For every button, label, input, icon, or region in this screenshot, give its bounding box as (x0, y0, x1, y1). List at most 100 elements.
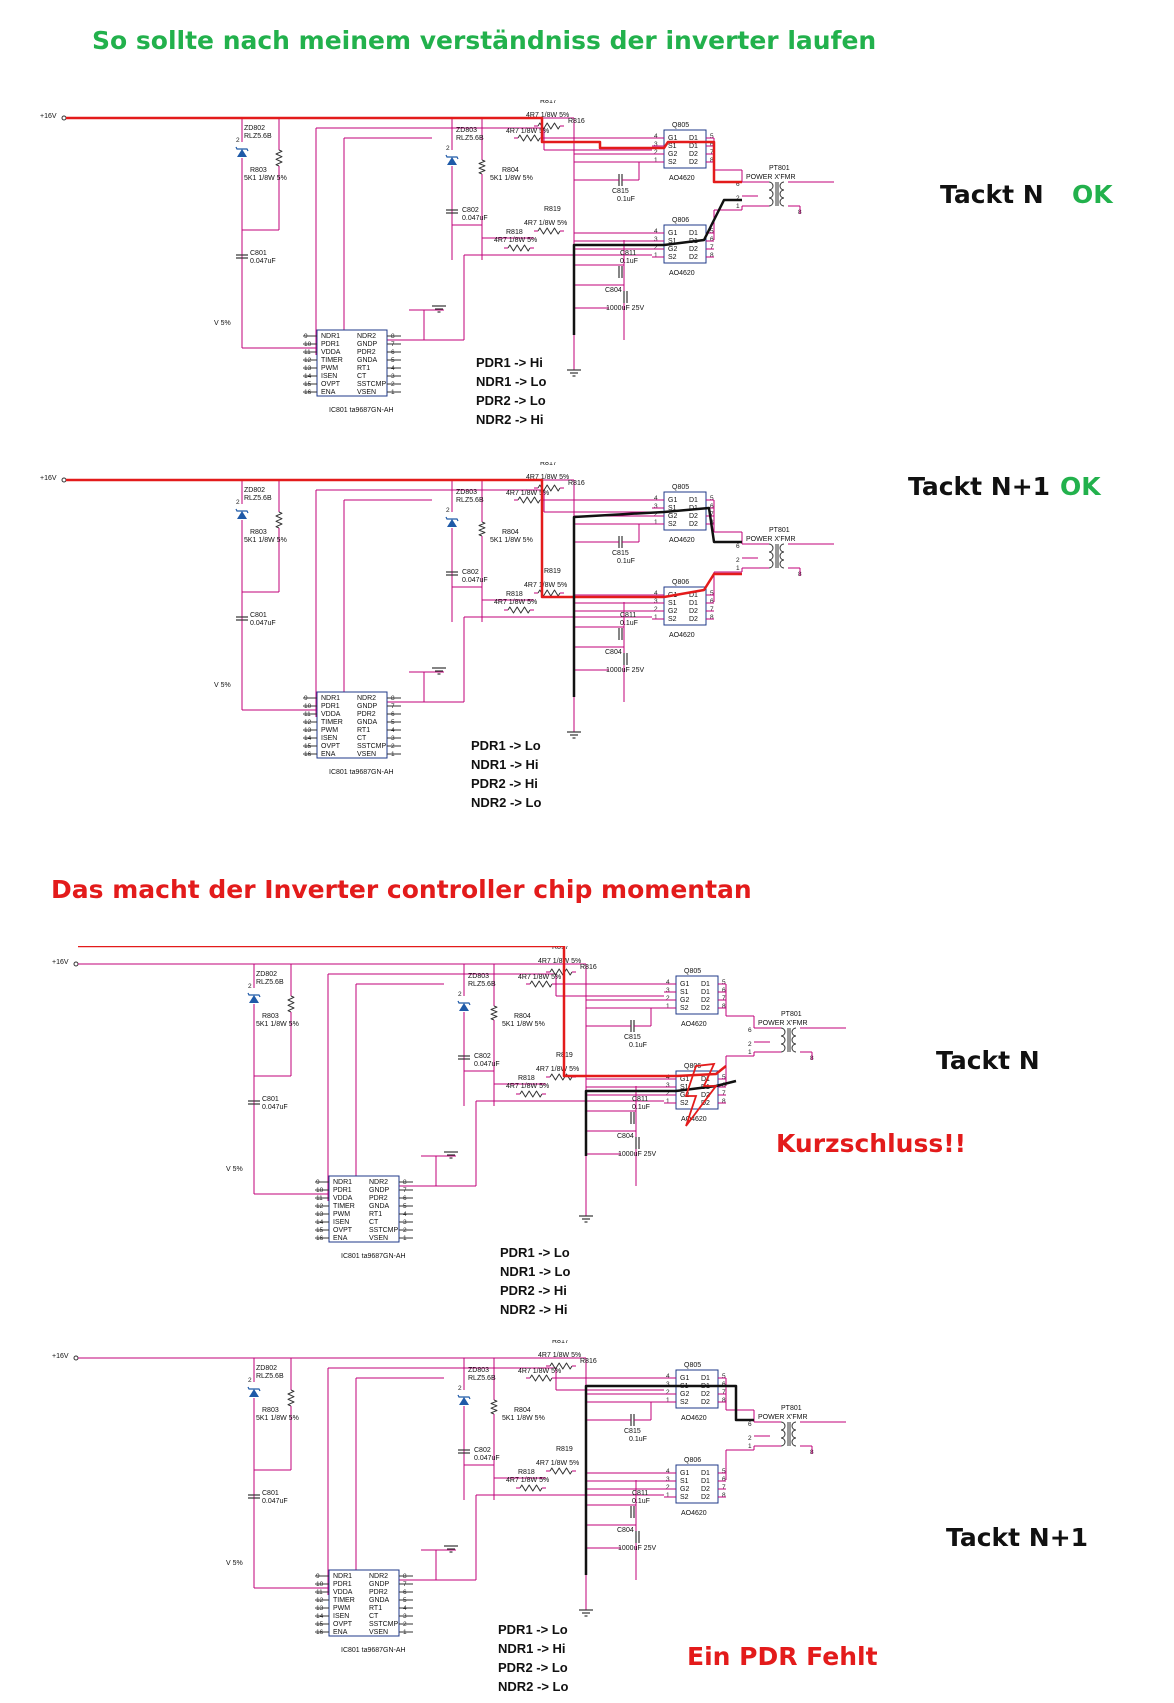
component-designator: C802 (462, 207, 479, 214)
zd803-zener (445, 154, 459, 160)
q805-mosfet (663, 129, 707, 169)
tackt-label: Tackt N+1 (908, 472, 1051, 501)
ic-pin-label: GNDA (357, 719, 378, 726)
ic801-label: IC801 ta9687GN-AH (329, 407, 394, 414)
ic-pin-label: NDR2 (369, 1573, 388, 1580)
pin-number: 1 (654, 614, 658, 621)
pin-number: 2 (654, 606, 658, 613)
part-number: AO4620 (669, 175, 695, 182)
ic-pin-label: NDR2 (357, 333, 376, 340)
pin-label: S1 (668, 505, 677, 512)
pin-label: D2 (701, 1391, 710, 1398)
supply-label: +16V (40, 113, 57, 120)
ic-pin-label: VSEN (357, 751, 376, 758)
state-pdr2: PDR2 -> Hi (471, 776, 538, 791)
pin-number: 1 (666, 1098, 670, 1105)
ic-pin-label: ENA (333, 1629, 348, 1636)
ic801-label: IC801 ta9687GN-AH (329, 769, 394, 776)
status-ok: OK (1072, 180, 1113, 209)
component-designator: R819 (544, 568, 561, 575)
ic-pin-label: GNDP (357, 341, 378, 348)
ic-pin-label: OVPT (333, 1621, 353, 1628)
pin-number: 3 (666, 1381, 670, 1388)
pin-number: 1 (736, 203, 740, 210)
component-value: RLZ5.6B (244, 133, 272, 140)
pin-number: 2 (248, 983, 252, 990)
ic-pin-label: RT1 (369, 1605, 382, 1612)
component-value: POWER X'FMR (758, 1414, 808, 1421)
component-value: 0.1uF (632, 1498, 650, 1505)
part-number: AO4620 (669, 632, 695, 639)
pin-number: 1 (654, 157, 658, 164)
ic-pin-label: GNDA (369, 1597, 390, 1604)
r817-resistor (549, 1362, 573, 1370)
pin-number: 2 (248, 1377, 252, 1384)
component-value: 5K1 1/8W 5% (502, 1415, 545, 1422)
pin-number: 1 (736, 565, 740, 572)
component-designator: R819 (544, 206, 561, 213)
pin-number: 2 (654, 149, 658, 156)
pin-label: G1 (668, 230, 677, 237)
component-designator: C811 (632, 1096, 648, 1103)
component-designator: R803 (250, 529, 267, 536)
pin-label: G2 (668, 608, 677, 615)
transformer-secondary (779, 559, 785, 569)
pin-number: 7 (710, 511, 714, 518)
r819-resistor (537, 589, 561, 597)
pin-label: S2 (680, 1494, 689, 1501)
ic-pin-label: CT (357, 373, 367, 380)
zd803-zener (457, 1394, 471, 1400)
component-designator: ZD803 (456, 489, 477, 496)
component-designator: R804 (502, 167, 519, 174)
component-designator: C815 (624, 1428, 641, 1435)
component-value: 0.047uF (474, 1061, 500, 1068)
pin-number: 4 (666, 979, 670, 986)
transformer-secondary (791, 1043, 797, 1053)
component-value: 0.047uF (250, 258, 276, 265)
part-number: AO4620 (669, 270, 695, 277)
component-designator: C804 (605, 649, 622, 656)
component-value: 0.1uF (617, 196, 635, 203)
component-designator: C811 (632, 1490, 648, 1497)
pin-label: D2 (689, 151, 698, 158)
component-value: 0.047uF (462, 577, 488, 584)
ic-pin-label: GNDA (357, 357, 378, 364)
voltage-label: V 5% (226, 1166, 243, 1173)
transformer-secondary (791, 1035, 797, 1045)
component-designator: PT801 (781, 1011, 802, 1018)
pin-number: 2 (666, 995, 670, 1002)
zd803-zener (457, 1000, 471, 1006)
part-number: AO4620 (681, 1116, 707, 1123)
state-ndr2: NDR2 -> Lo (471, 795, 542, 810)
voltage-label: V 5% (214, 320, 231, 327)
pin-label: D2 (701, 1486, 710, 1493)
pin-number: 2 (458, 1385, 462, 1392)
component-designator: R803 (262, 1013, 279, 1020)
ic-pin-label: PDR1 (321, 703, 340, 710)
ic-pin-label: SSTCMP (357, 743, 387, 750)
component-designator: Q806 (672, 579, 689, 586)
ic-pin-label: SSTCMP (357, 381, 387, 388)
ic-pin-label: VDDA (321, 349, 341, 356)
supply-terminal (73, 961, 79, 967)
component-value: RLZ5.6B (256, 1373, 284, 1380)
pin-number: 7 (710, 244, 714, 251)
part-number: AO4620 (669, 537, 695, 544)
ic-pin-label: PDR1 (333, 1187, 352, 1194)
component-designator: R816 (580, 964, 597, 971)
component-designator: Q806 (684, 1063, 701, 1070)
zd803-zener (445, 516, 459, 522)
pin-label: G1 (668, 497, 677, 504)
component-designator: R817 (540, 100, 557, 105)
supply-current-path (78, 946, 727, 1078)
component-designator: R817 (552, 1340, 569, 1345)
pin-label: G1 (680, 981, 689, 988)
pin-label: S2 (680, 1005, 689, 1012)
r819-resistor (537, 227, 561, 235)
pin-number: 4 (666, 1468, 670, 1475)
ic-pin-label: VSEN (357, 389, 376, 396)
ic-pin-label: NDR2 (357, 695, 376, 702)
zd802-zener (247, 992, 261, 998)
